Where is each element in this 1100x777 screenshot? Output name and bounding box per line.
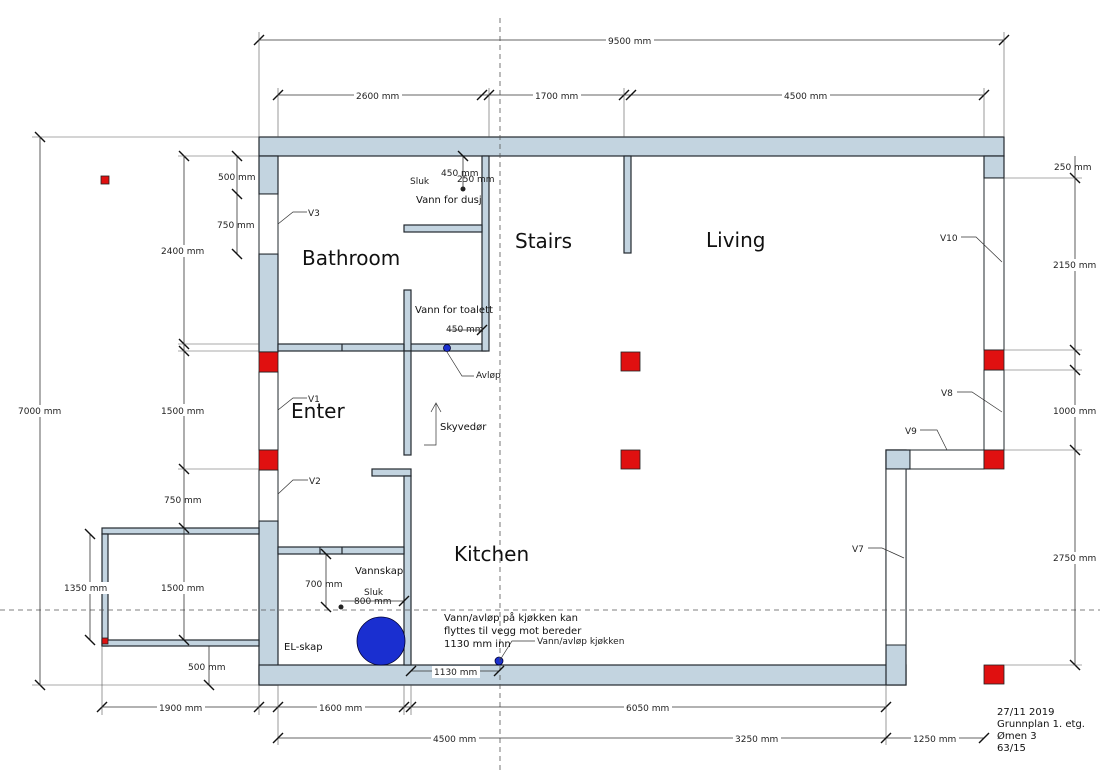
post (100, 175, 110, 185)
window-labels: V3 V1 V2 V10 V8 V9 V7 (308, 209, 958, 555)
dim-right-2150: 2150 mm (1053, 261, 1096, 271)
note-vannskap: Vannskap (355, 566, 403, 577)
window-label-v7: V7 (852, 545, 864, 555)
room-labels: Bathroom Stairs Living Enter Kitchen (291, 228, 765, 566)
post (101, 637, 109, 645)
dim-bottom-1600: 1600 mm (319, 704, 362, 714)
window-label-v8: V8 (941, 389, 953, 399)
dim-bath-width: 2600 mm (356, 92, 399, 102)
post (258, 351, 279, 373)
window-v10 (983, 177, 1005, 351)
note-skyvedor: Skyvedør (440, 422, 487, 433)
dim-right-250: 250 mm (1054, 163, 1092, 173)
note-vann-avlop-kjokken: Vann/avløp kjøkken (537, 637, 624, 647)
notes: Sluk Vann for dusj Vann for toalett Avlø… (284, 177, 624, 653)
note-kitchen-1: Vann/avløp på kjøkken kan (444, 611, 578, 624)
title-site: Ømen 3 (997, 730, 1037, 742)
post (620, 351, 641, 372)
post (983, 349, 1005, 371)
drain-vannskap (338, 604, 344, 610)
dim-left-500: 500 mm (218, 173, 256, 183)
dim-stairs-width: 1700 mm (535, 92, 578, 102)
title-name: Grunnplan 1. etg. (997, 719, 1085, 730)
post (983, 449, 1005, 470)
window-label-v9: V9 (905, 427, 917, 437)
note-avlop: Avløp (476, 371, 501, 381)
dim-left-1500-enter: 1500 mm (161, 407, 204, 417)
dimension-labels: 9500 mm 2600 mm 1700 mm 4500 mm 7000 mm … (17, 34, 1099, 745)
dim-right-1000: 1000 mm (1053, 407, 1096, 417)
posts (100, 175, 1005, 685)
dim-porch-500: 500 mm (188, 663, 226, 673)
window-v1 (258, 371, 279, 451)
note-el-skap: EL-skap (284, 642, 323, 653)
title-date: 27/11 2019 (997, 707, 1054, 718)
dim-inner-700: 700 mm (305, 580, 343, 590)
window-v2 (258, 469, 279, 522)
dim-bottom-6050: 6050 mm (626, 704, 669, 714)
note-vann-toalett: Vann for toalett (415, 305, 493, 316)
room-label-kitchen: Kitchen (454, 542, 529, 566)
pipe-kitchen (494, 656, 504, 666)
note-kitchen-3: 1130 mm inn (444, 639, 511, 650)
windows (258, 177, 1005, 646)
note-kitchen-2: flyttes til vegg mot bereder (444, 626, 582, 637)
post (983, 664, 1005, 685)
dim-inner-250-shower: 250 mm (457, 175, 495, 185)
title-block: 27/11 2019 Grunnplan 1. etg. Ømen 3 63/1… (997, 707, 1085, 754)
axis-lines (0, 18, 1100, 770)
window-label-v10: V10 (940, 234, 958, 244)
room-label-stairs: Stairs (515, 229, 572, 253)
dim-living-width: 4500 mm (784, 92, 827, 102)
dim-inner-1130: 1130 mm (434, 668, 477, 678)
dim-bottom-1900: 1900 mm (159, 704, 202, 714)
window-v8 (983, 369, 1005, 451)
window-label-v1: V1 (308, 395, 320, 405)
dim-right-2750: 2750 mm (1053, 554, 1096, 564)
window-label-v2: V2 (309, 477, 321, 487)
note-sluk-bath: Sluk (410, 177, 430, 187)
dim-inner-800: 800 mm (354, 597, 392, 607)
window-v7 (885, 468, 907, 646)
dim-total-width: 9500 mm (608, 37, 651, 47)
room-label-bathroom: Bathroom (302, 246, 400, 270)
plumbing (338, 186, 504, 666)
window-v3 (258, 193, 279, 255)
window-v9 (909, 449, 985, 470)
dim-inner-450-shower: 450 mm (441, 169, 479, 179)
interior-walls (277, 155, 632, 666)
note-vann-dusj: Vann for dusj (416, 195, 482, 206)
dim-bottom-1250: 1250 mm (913, 735, 956, 745)
dim-left-2400: 2400 mm (161, 247, 204, 257)
leaders (277, 211, 1003, 661)
pipe-avlop (443, 344, 451, 352)
title-ref: 63/15 (997, 743, 1026, 754)
dim-left-750-v2: 750 mm (164, 496, 202, 506)
post (258, 449, 279, 471)
dim-bottom-4500: 4500 mm (433, 735, 476, 745)
note-sluk-vannskap: Sluk (364, 588, 384, 598)
dim-left-750-v3: 750 mm (217, 221, 255, 231)
water-heater (356, 616, 406, 666)
dim-porch-1500: 1500 mm (161, 584, 204, 594)
dim-inner-450-toilet: 450 mm (446, 325, 484, 335)
room-label-enter: Enter (291, 399, 345, 423)
room-label-living: Living (706, 228, 765, 252)
dim-bottom-3250: 3250 mm (735, 735, 778, 745)
dim-total-height: 7000 mm (18, 407, 61, 417)
dimension-lines (32, 32, 1082, 745)
post (620, 449, 641, 470)
window-label-v3: V3 (308, 209, 320, 219)
dim-porch-1350: 1350 mm (64, 584, 107, 594)
